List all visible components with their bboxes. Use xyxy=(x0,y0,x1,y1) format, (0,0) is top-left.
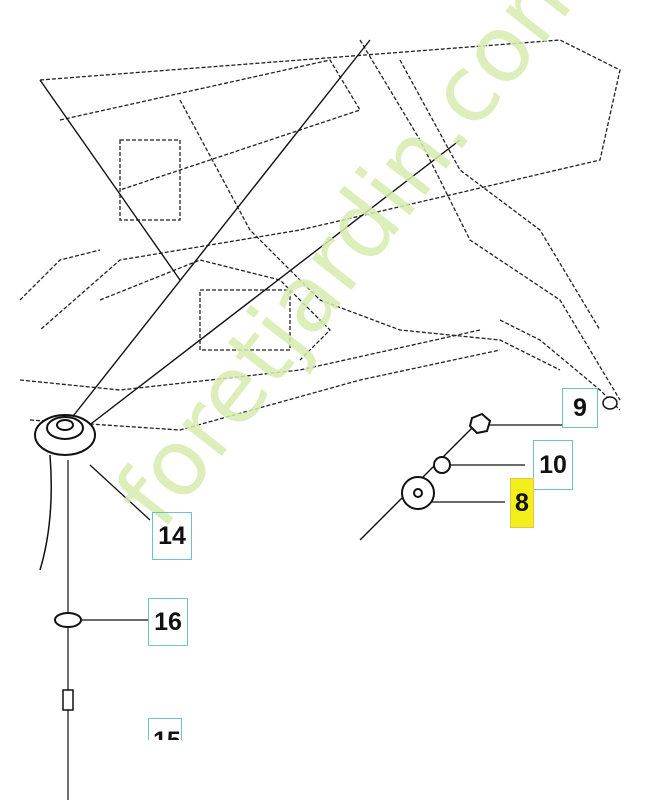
callout-14[interactable]: 14 xyxy=(152,512,192,560)
nut-9 xyxy=(468,412,492,435)
callout-15-partial[interactable]: 15 xyxy=(148,718,182,740)
leader-lines xyxy=(82,424,562,621)
callout-10[interactable]: 10 xyxy=(533,440,573,490)
cable xyxy=(39,454,52,571)
washer-16 xyxy=(54,612,82,628)
frame-drawing xyxy=(19,39,621,431)
callout-15-label: 15 xyxy=(153,727,181,740)
callout-8-highlighted[interactable]: 8 xyxy=(510,478,534,528)
washer-10 xyxy=(433,456,451,474)
callout-16[interactable]: 16 xyxy=(148,598,188,646)
shaft-end xyxy=(602,396,618,410)
bolt-15 xyxy=(62,689,74,711)
callout-9[interactable]: 9 xyxy=(562,388,598,428)
pulley xyxy=(34,414,96,456)
belt-lines xyxy=(39,39,481,541)
